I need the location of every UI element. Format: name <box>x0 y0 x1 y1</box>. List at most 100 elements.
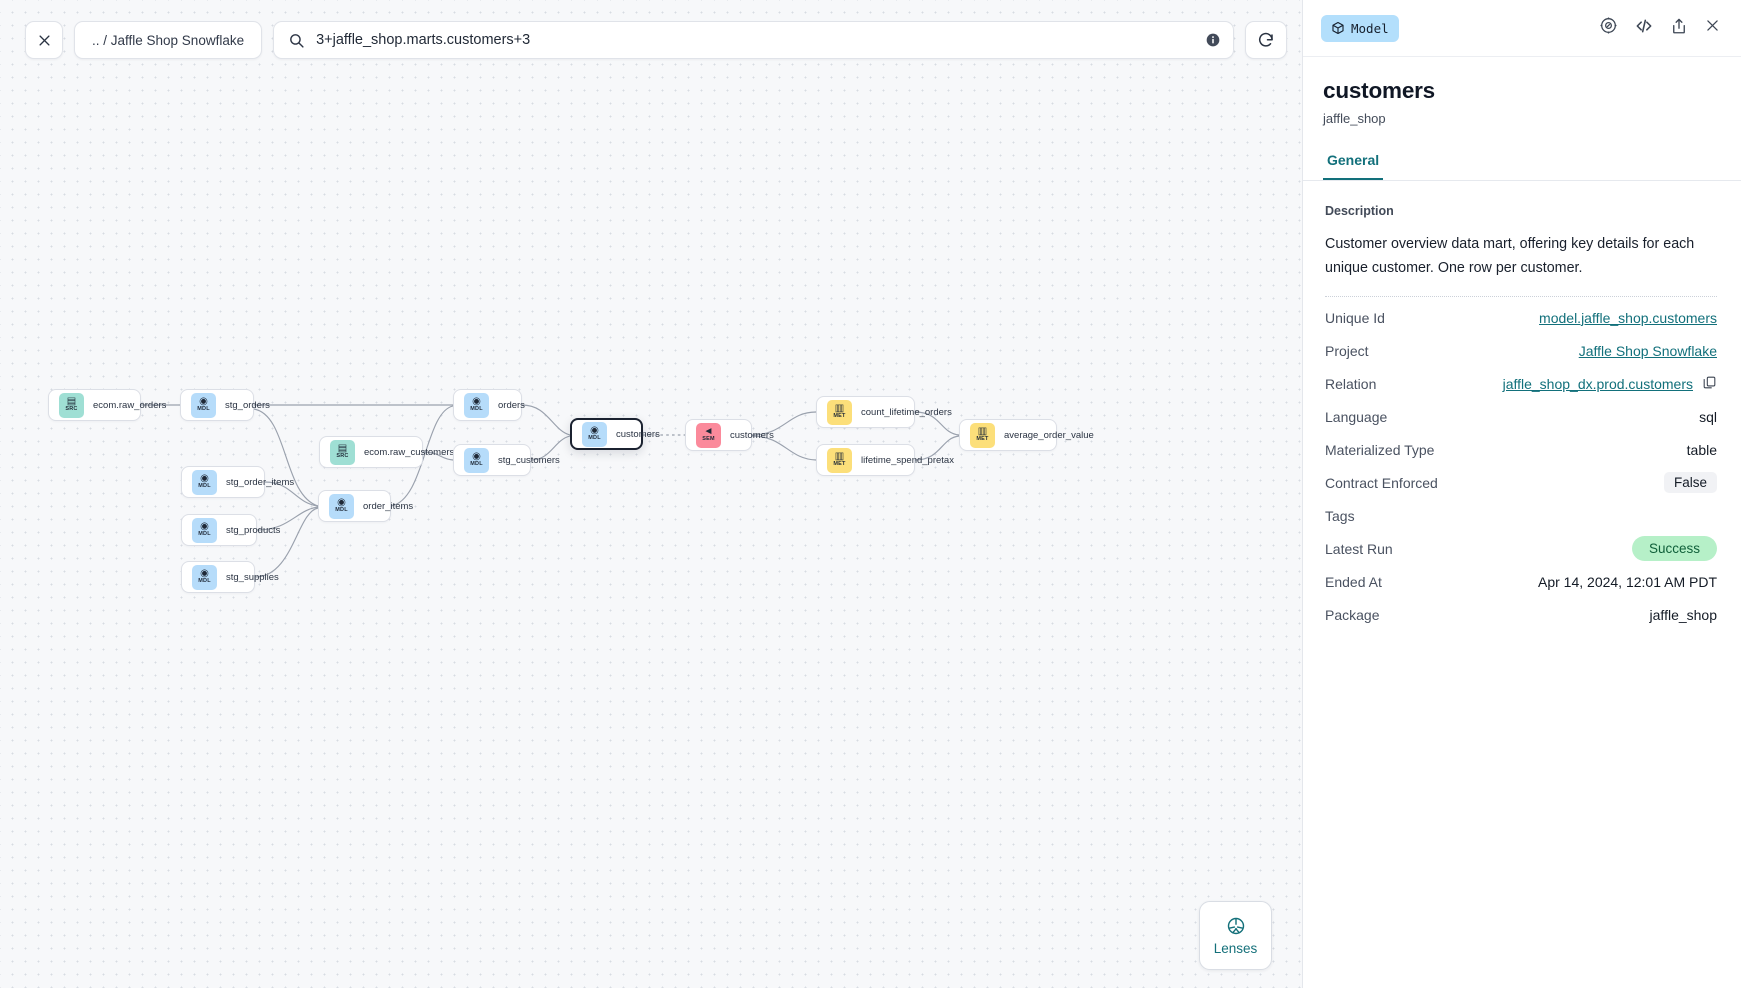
mdl-badge-icon: ◉MDL <box>192 564 217 590</box>
node-label: stg_customers <box>498 454 560 466</box>
cube-icon <box>1331 21 1345 35</box>
badge-glyph: ◄ <box>703 426 714 438</box>
mdl-badge-icon: ◉MDL <box>192 469 217 495</box>
mdl-badge-icon: ◉MDL <box>464 447 489 473</box>
section-divider <box>1325 296 1717 297</box>
field-key: Project <box>1325 342 1369 359</box>
node-label: customers <box>730 429 774 441</box>
field-key: Contract Enforced <box>1325 474 1438 491</box>
field-row: Project Jaffle Shop Snowflake <box>1325 334 1717 367</box>
badge-kind-label: MDL <box>335 507 348 514</box>
met-badge-icon: ▥MET <box>827 447 852 473</box>
met-badge-icon: ▥MET <box>827 399 852 425</box>
field-key: Unique Id <box>1325 309 1385 326</box>
graph-node-stg-customers[interactable]: ◉MDL stg_customers <box>453 444 560 476</box>
page-subtitle: jaffle_shop <box>1323 111 1386 126</box>
graph-node-average-order-value[interactable]: ▥MET average_order_value <box>959 419 1094 451</box>
badge-glyph: ▥ <box>977 426 988 438</box>
badge-glyph: ◉ <box>472 396 481 408</box>
sem-badge-icon: ◄SEM <box>696 422 721 448</box>
field-value: Apr 14, 2024, 12:01 AM PDT <box>1538 573 1717 590</box>
field-value-link[interactable]: jaffle_shop_dx.prod.customers <box>1502 375 1693 392</box>
src-badge-icon: ▤SRC <box>59 392 84 418</box>
mdl-badge-icon: ◉MDL <box>192 517 217 543</box>
info-icon[interactable] <box>1205 32 1221 48</box>
graph-node-stg-supplies[interactable]: ◉MDL stg_supplies <box>181 561 279 593</box>
page-title: customers <box>1323 78 1435 103</box>
badge-glyph: ◉ <box>199 396 208 408</box>
close-lineage-button[interactable] <box>25 21 63 59</box>
refresh-icon <box>1257 31 1275 49</box>
close-icon[interactable] <box>1701 14 1724 42</box>
field-value: table <box>1686 441 1717 458</box>
graph-node-customers[interactable]: ◄SEM customers <box>685 419 774 451</box>
field-value: jaffle_shop <box>1649 606 1717 623</box>
refresh-button[interactable] <box>1245 21 1288 59</box>
breadcrumb-label: .. / Jaffle Shop Snowflake <box>92 32 245 48</box>
node-label: count_lifetime_orders <box>861 406 952 418</box>
mdl-badge-icon: ◉MDL <box>191 392 216 418</box>
search-value: 3+jaffle_shop.marts.customers+3 <box>316 32 531 48</box>
badge-kind-label: MDL <box>198 531 211 538</box>
graph-node-count-lifetime-orders[interactable]: ▥MET count_lifetime_orders <box>816 396 952 428</box>
badge-glyph: ▤ <box>337 443 348 455</box>
lenses-button[interactable]: Lenses <box>1199 901 1272 970</box>
graph-node-ecom-raw-orders[interactable]: ▤SRC ecom.raw_orders <box>48 389 166 421</box>
field-row: Tags <box>1325 499 1717 532</box>
badge-kind-label: MDL <box>588 435 601 442</box>
field-key: Materialized Type <box>1325 441 1435 458</box>
field-value: False <box>1663 472 1717 493</box>
field-value[interactable]: Jaffle Shop Snowflake <box>1578 342 1717 359</box>
breadcrumb[interactable]: .. / Jaffle Shop Snowflake <box>74 21 263 59</box>
field-value[interactable]: model.jaffle_shop.customers <box>1539 309 1717 326</box>
graph-node-lifetime-spend-pretax[interactable]: ▥MET lifetime_spend_pretax <box>816 444 954 476</box>
field-key: Latest Run <box>1325 540 1393 557</box>
node-label: ecom.raw_orders <box>93 399 167 411</box>
tab-general[interactable]: General <box>1323 152 1384 180</box>
node-label: order_items <box>363 500 414 512</box>
met-badge-icon: ▥MET <box>970 422 995 448</box>
field-key: Tags <box>1325 507 1355 524</box>
search-icon <box>288 32 305 49</box>
field-value: jaffle_shop_dx.prod.customers <box>1503 375 1717 393</box>
graph-node-order-items[interactable]: ◉MDL order_items <box>318 490 413 522</box>
badge-kind-label: MET <box>976 436 989 443</box>
canvas-toolbar: .. / Jaffle Shop Snowflake 3+jaffle_shop… <box>25 21 1288 59</box>
node-label: stg_supplies <box>226 571 279 583</box>
node-label: stg_order_items <box>226 476 295 488</box>
field-row: Materialized Type table <box>1325 433 1717 466</box>
field-key: Package <box>1325 606 1380 623</box>
badge-glyph: ▤ <box>66 396 77 408</box>
src-badge-icon: ▤SRC <box>330 439 355 465</box>
panel-tabs: General <box>1303 152 1741 181</box>
badge-glyph: ◉ <box>337 497 346 509</box>
copy-icon[interactable] <box>1702 375 1717 393</box>
badge-kind-label: SRC <box>336 453 349 460</box>
node-label: lifetime_spend_pretax <box>861 454 954 466</box>
lineage-canvas[interactable]: .. / Jaffle Shop Snowflake 3+jaffle_shop… <box>0 0 1302 988</box>
search-input[interactable]: 3+jaffle_shop.marts.customers+3 <box>273 21 1235 59</box>
badge-kind-label: MDL <box>197 406 210 413</box>
badge-glyph: ▥ <box>834 403 845 415</box>
badge-kind-label: SRC <box>65 406 78 413</box>
explore-icon[interactable] <box>1596 13 1621 43</box>
code-icon[interactable] <box>1631 13 1657 44</box>
share-icon[interactable] <box>1667 14 1691 43</box>
details-panel: Model <box>1302 0 1741 988</box>
field-value: sql <box>1699 408 1717 425</box>
badge-glyph: ▥ <box>834 451 845 463</box>
field-key: Language <box>1325 408 1388 425</box>
node-label: average_order_value <box>1004 429 1094 441</box>
lenses-label: Lenses <box>1213 940 1258 956</box>
node-type-chip[interactable]: Model <box>1321 14 1399 42</box>
graph-node-stg-order-items[interactable]: ◉MDL stg_order_items <box>181 466 294 498</box>
